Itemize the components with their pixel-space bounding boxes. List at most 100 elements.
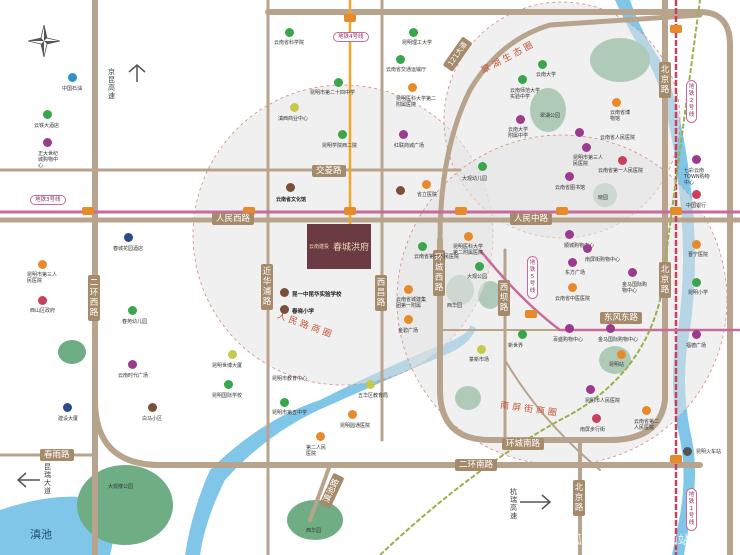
metro-line1-label: 地铁1号线 xyxy=(686,488,697,531)
poi-icon xyxy=(316,432,325,441)
poi-icon xyxy=(628,268,637,277)
metro-line3-label: 地铁3号线 xyxy=(30,195,66,205)
metro-line5-label: 地铁5号线 xyxy=(527,256,538,299)
poi-p17: 红联商城广场 xyxy=(394,143,425,149)
poi-icon xyxy=(692,240,701,249)
road-jiaoling: 交菱路 xyxy=(312,165,346,177)
poi-p47: 白马小区 xyxy=(142,416,163,422)
poi-icon xyxy=(128,360,137,369)
road-beijing-north: 北京路 xyxy=(659,62,671,98)
poi-p26: 昆明医科大学第二附属医院 xyxy=(453,244,484,256)
poi-icon xyxy=(148,403,157,412)
poi-icon xyxy=(409,28,418,37)
poi-icon xyxy=(124,233,133,242)
poi-icon xyxy=(692,190,701,199)
poi-p49b: 西华园 xyxy=(306,528,322,534)
poi-p56: 昆明站 xyxy=(609,362,625,368)
poi-icon xyxy=(68,73,77,82)
poi-p22: 东方广场 xyxy=(565,270,586,276)
road-erhuan-south: 二环南路 xyxy=(455,459,498,471)
poi-p25: 春城花园酒店 xyxy=(113,246,144,252)
poi-icon xyxy=(280,398,289,407)
poi-p37: 昆明世博大厦 xyxy=(212,363,243,369)
poi-p27: 大观幼儿园 xyxy=(462,176,488,182)
poi-icon xyxy=(404,285,413,294)
poi-icon xyxy=(618,156,627,165)
xihua-park xyxy=(287,500,343,540)
poi-p48: 大观楼公园 xyxy=(108,484,134,490)
poi-icon xyxy=(692,155,701,164)
poi-p59: 新世界 xyxy=(508,343,524,349)
poi-p21: 南屏街购物中心 xyxy=(585,257,621,263)
poi-p36: 云南省城建集团第一附属 xyxy=(396,297,427,309)
poi-p39: 昆明市教育中心 xyxy=(272,376,308,382)
poi-icon xyxy=(538,60,547,69)
road-renmin-west: 人民西路 xyxy=(212,213,255,225)
metro-line4-label: 地铁4号线 xyxy=(333,32,369,42)
project-marker[interactable]: 云南建投春城洪府 xyxy=(307,224,371,269)
poi-icon xyxy=(366,380,375,389)
poi-p53: 昆明小学 xyxy=(688,290,709,296)
poi-p62: 昆明火车站 xyxy=(696,449,722,455)
poi-p29: 昆明市第三人民医院 xyxy=(573,155,604,167)
poi-p42: 五华区教育局 xyxy=(358,393,389,399)
poi-p28: 云南省中医医院 xyxy=(555,296,591,302)
poi-icon xyxy=(408,83,417,92)
direction-arrows xyxy=(16,64,552,510)
poi-p35b: 金马国际购物中心 xyxy=(598,337,639,343)
poi-p46: 建设大厦 xyxy=(58,416,79,422)
poi-icon xyxy=(478,162,487,171)
poi-p20: 省立医院 xyxy=(417,192,438,198)
road-beijing-south: 北京路 xyxy=(573,480,585,516)
poi-icon xyxy=(348,410,357,419)
poi-icon xyxy=(43,138,52,147)
poi-icon xyxy=(617,350,626,359)
poi-p2: 昆明理工大学 xyxy=(402,40,433,46)
poi-icon xyxy=(224,380,233,389)
poi-icon xyxy=(334,78,343,87)
poi-p50: 顺城购物中心 xyxy=(564,243,595,249)
poi-p11: 云南省第一人民医院 xyxy=(598,168,644,174)
poi-p29b: 昆明市第三人民医院 xyxy=(27,272,58,284)
poi-icon xyxy=(475,262,484,271)
road-huancheng-west: 环城西路 xyxy=(433,250,445,296)
poi-p41: 昆明市第五中学 xyxy=(272,410,308,416)
poi-icon xyxy=(396,186,405,195)
project-name: 春城洪府 xyxy=(333,243,370,253)
poi-p14: 正大世纪城购物中心 xyxy=(38,151,59,169)
label-north-expressway: 京昆高速 xyxy=(108,68,115,100)
poi-icon xyxy=(290,103,299,112)
poi-icon xyxy=(38,260,47,269)
poi-icon xyxy=(477,345,486,354)
poi-icon xyxy=(43,110,52,119)
road-xiba: 西坝路 xyxy=(498,280,510,316)
poi-p51: 百盛购物中心 xyxy=(553,337,584,343)
poi-icon xyxy=(516,115,525,124)
poi-p3: 云南省交通运输厅 xyxy=(386,67,427,73)
label-west-avenue: 昆瑞大道 xyxy=(44,463,51,495)
poi-p60: 云南省博物馆 xyxy=(610,110,631,122)
label-south-expressway: 杭瑞高速 xyxy=(510,488,517,520)
poi-p33: 大观公园 xyxy=(467,274,488,280)
road-jinhuapu: 近华浦路 xyxy=(261,264,273,310)
poi-p55: 云南省第二人民医院 xyxy=(634,419,660,431)
poi-p30: 西山区政府 xyxy=(30,308,56,314)
poi-p52: 晓园 xyxy=(598,195,609,201)
poi-icon xyxy=(422,180,431,189)
poi-icon xyxy=(286,183,295,192)
poi-p4: 昆明市第二十四中学 xyxy=(310,90,356,96)
poi-p10: 云南省人民医院 xyxy=(600,135,636,141)
poi-p31: 春苑幼儿园 xyxy=(122,319,148,325)
poi-p57: 晋宁医院 xyxy=(688,252,709,258)
poi-icon xyxy=(338,130,347,139)
poi-p58: 福德广场 xyxy=(686,343,707,349)
road-huancheng-south: 环城南路 xyxy=(502,438,545,450)
poi-icon xyxy=(692,330,701,339)
poi-p45: 昆明市人民医院 xyxy=(585,398,621,404)
green-area-5 xyxy=(58,340,86,364)
poi-p64: 南屏步行街 xyxy=(580,427,606,433)
poi-p15: 滇西商业中心 xyxy=(278,116,309,122)
road-erhuan-west: 二环西路 xyxy=(88,275,100,321)
